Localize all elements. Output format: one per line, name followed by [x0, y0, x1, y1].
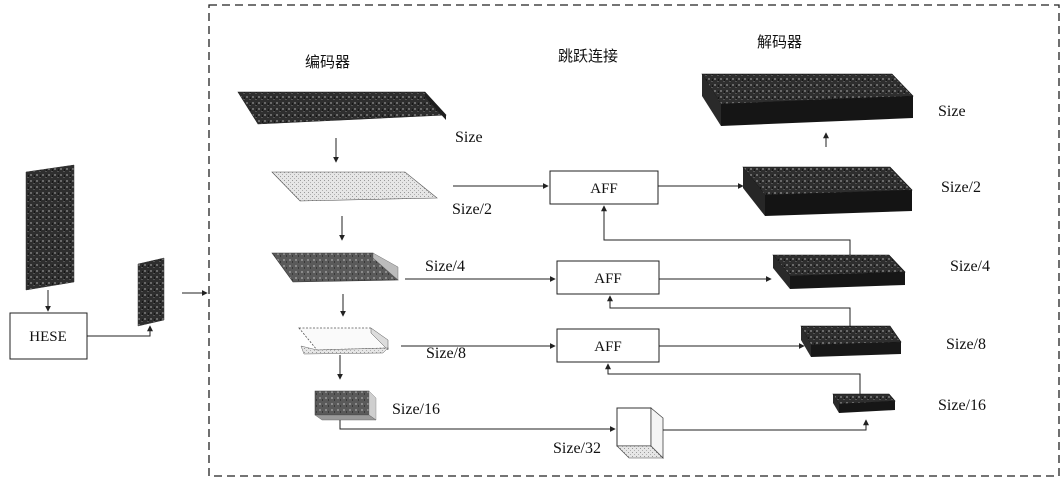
- decoder-up-arrow-16: [608, 364, 860, 394]
- encoder-level-1: [238, 92, 446, 124]
- aff-module-1: AFF: [550, 171, 658, 204]
- aff-label-1: AFF: [590, 181, 618, 197]
- aff-module-2: AFF: [557, 261, 659, 294]
- encoder-level-3: [272, 253, 398, 282]
- decoder-level-3: [773, 255, 905, 289]
- aff-label-3: AFF: [594, 339, 622, 355]
- encoder-size-label-4: Size/8: [426, 345, 466, 362]
- bottleneck-output-arrow: [663, 420, 866, 430]
- skip-connection-header: 跳跃连接: [558, 47, 618, 65]
- decoder-size-label-1: Size: [938, 103, 966, 120]
- encoder-level-4: [299, 328, 388, 354]
- encoder-header: 编码器: [305, 53, 350, 71]
- encoder-level-2: [272, 172, 437, 201]
- hese-label: HESE: [29, 329, 67, 345]
- encoder-size-label-3: Size/4: [425, 258, 465, 275]
- decoder-size-label-5: Size/16: [938, 397, 986, 414]
- aff-label-2: AFF: [594, 271, 622, 287]
- input-image: [26, 165, 74, 290]
- encoder-size-label-1: Size: [455, 129, 483, 146]
- aff-module-3: AFF: [557, 329, 659, 362]
- decoder-size-label-4: Size/8: [946, 336, 986, 353]
- encoder-level-5: [315, 391, 376, 420]
- decoder-level-1: [702, 74, 913, 126]
- decoder-size-label-2: Size/2: [941, 179, 981, 196]
- bottleneck-cube: [617, 408, 663, 458]
- decoder-size-label-3: Size/4: [950, 258, 990, 275]
- bottleneck-input-arrow: [340, 420, 615, 429]
- decoder-header: 解码器: [757, 33, 802, 51]
- decoder-level-5: [833, 394, 895, 413]
- encoder-size-label-2: Size/2: [452, 201, 492, 218]
- bottleneck-size-label: Size/32: [553, 440, 601, 457]
- decoder-level-2: [743, 167, 912, 216]
- hese-output-image: [138, 258, 164, 326]
- encoder-size-label-5: Size/16: [392, 401, 440, 418]
- decoder-up-arrow-8: [610, 296, 850, 326]
- decoder-level-4: [801, 326, 901, 357]
- hese-to-feature-arrow: [87, 326, 150, 336]
